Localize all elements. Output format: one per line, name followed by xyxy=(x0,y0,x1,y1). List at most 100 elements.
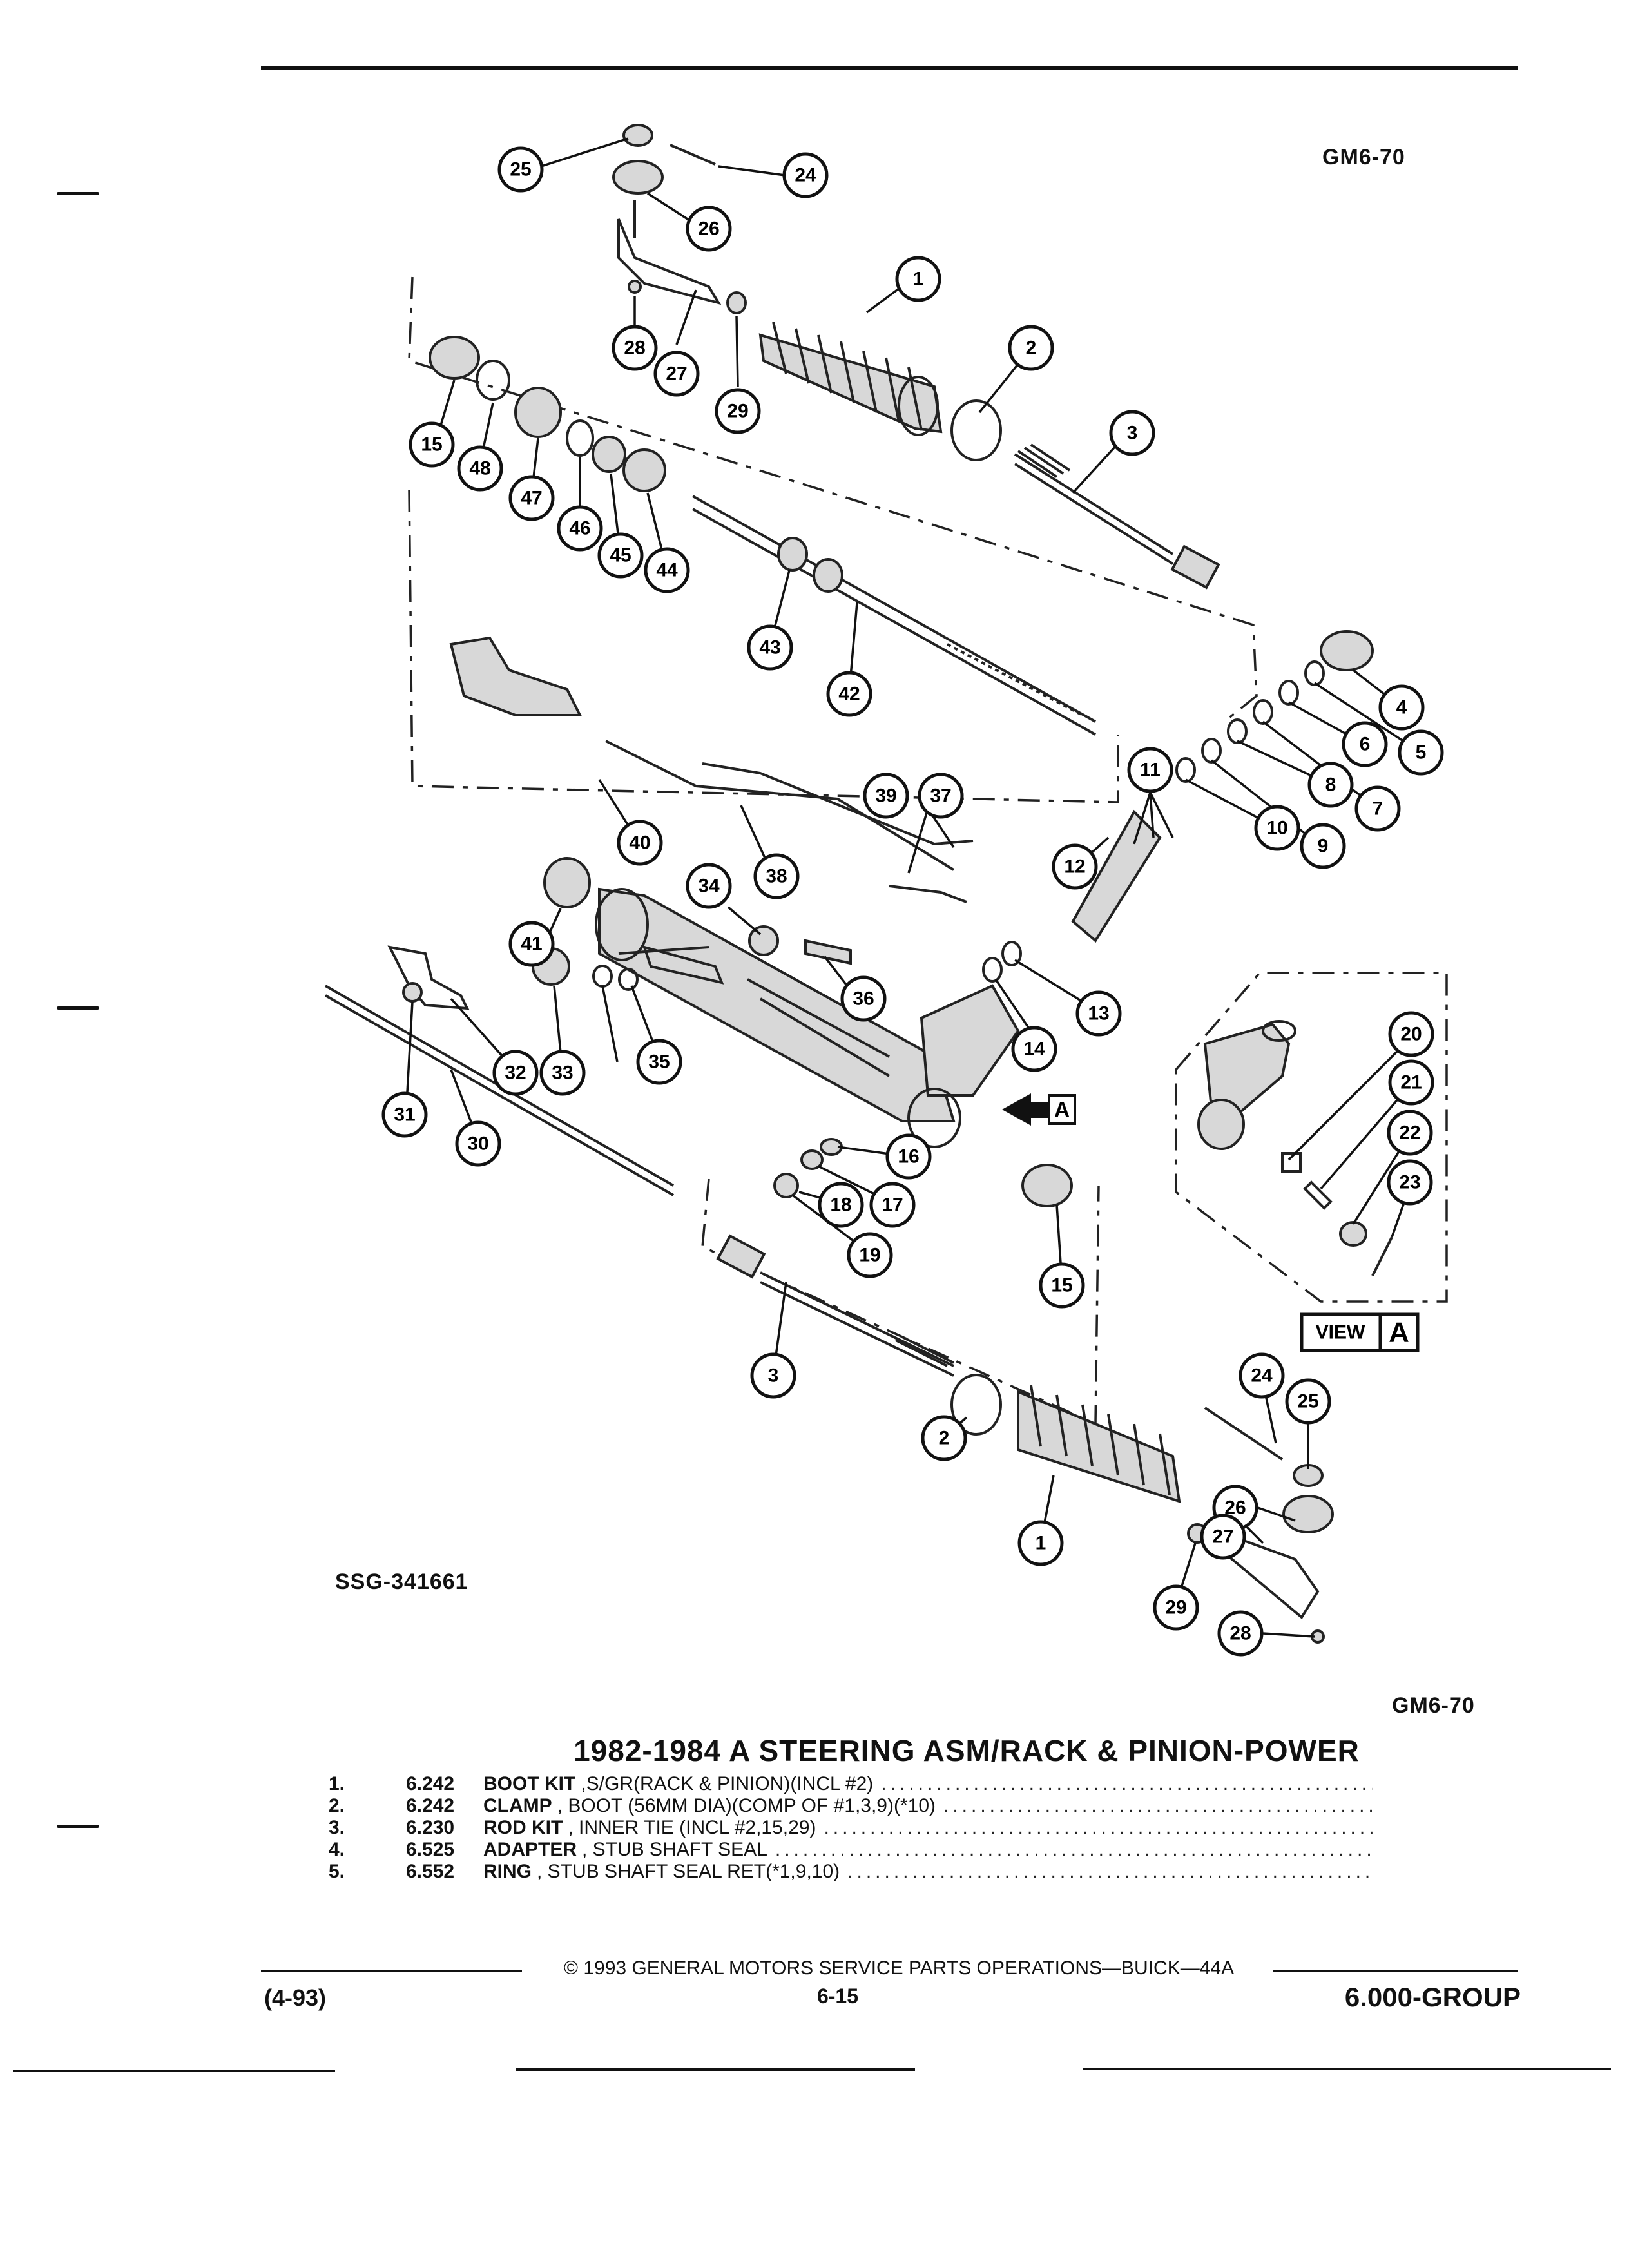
part-name: BOOT KIT xyxy=(483,1773,576,1794)
dot-leader: ........................................… xyxy=(775,1839,1373,1860)
callout-22: 22 xyxy=(1387,1110,1433,1156)
svg-text:48: 48 xyxy=(469,458,490,479)
svg-text:23: 23 xyxy=(1399,1172,1420,1193)
svg-text:34: 34 xyxy=(698,876,720,897)
list-item: 2. 6.242 CLAMP , BOOT (56MM DIA)(COMP OF… xyxy=(329,1795,1373,1817)
part-description: , BOOT (56MM DIA)(COMP OF #1,3,9)(*10) xyxy=(557,1795,936,1816)
svg-text:30: 30 xyxy=(467,1133,488,1155)
inner-tie-rod-lower xyxy=(716,1234,954,1377)
svg-text:38: 38 xyxy=(766,866,787,887)
svg-text:37: 37 xyxy=(930,785,951,807)
inner-tie-rod-upper xyxy=(1014,443,1220,590)
callout-5: 5 xyxy=(1398,729,1444,776)
svg-text:28: 28 xyxy=(1229,1623,1251,1644)
seal-stack xyxy=(429,336,666,492)
svg-text:6: 6 xyxy=(1360,734,1371,755)
dot-leader: ........................................… xyxy=(847,1861,1373,1882)
list-item: 1. 6.242 BOOT KIT ,S/GR(RACK & PINION)(I… xyxy=(329,1773,1373,1795)
svg-text:1: 1 xyxy=(913,269,924,290)
view-a-arrow: A xyxy=(1002,1093,1076,1126)
part-code: 6.242 xyxy=(406,1773,455,1794)
svg-text:29: 29 xyxy=(1165,1597,1186,1619)
view-a-arrow-letter: A xyxy=(1054,1098,1070,1122)
part-name: RING xyxy=(483,1861,532,1882)
part-name: ROD KIT xyxy=(483,1817,563,1838)
part-number: 1. xyxy=(329,1773,345,1794)
svg-text:39: 39 xyxy=(875,785,896,807)
svg-text:24: 24 xyxy=(795,165,816,186)
svg-text:41: 41 xyxy=(521,934,542,955)
part-number: 3. xyxy=(329,1817,345,1838)
callout-group: 25 24 26 1 28 27 29 2 3 15 48 47 46 45 4… xyxy=(381,146,1444,1657)
top-rule xyxy=(261,66,1518,70)
callout-42: 42 xyxy=(826,671,872,717)
view-a-detail xyxy=(1197,1020,1393,1276)
list-item: 4. 6.525 ADAPTER , STUB SHAFT SEAL .....… xyxy=(329,1839,1373,1861)
svg-text:22: 22 xyxy=(1399,1122,1420,1144)
footer-rule-right xyxy=(1273,1970,1518,1972)
callout-11: 11 xyxy=(1127,747,1173,793)
part-code: 6.242 xyxy=(406,1795,455,1816)
view-letter-text: A xyxy=(1389,1317,1409,1349)
svg-text:28: 28 xyxy=(624,338,645,359)
svg-text:24: 24 xyxy=(1251,1365,1273,1387)
svg-text:31: 31 xyxy=(394,1104,415,1126)
exploded-steering-diagram: A VIEW A xyxy=(325,124,1448,1657)
svg-text:21: 21 xyxy=(1400,1072,1422,1093)
callout-7: 7 xyxy=(1354,785,1401,832)
callout-17: 17 xyxy=(869,1182,916,1228)
callout-30: 30 xyxy=(455,1120,501,1167)
callout-34a: 34 xyxy=(686,863,732,909)
callout-14: 14 xyxy=(1011,1026,1057,1072)
figure-code-bottom: GM6-70 xyxy=(1392,1693,1475,1718)
callout-32: 32 xyxy=(492,1050,539,1096)
footer-group: 6.000-GROUP xyxy=(1344,1982,1521,2012)
svg-text:2: 2 xyxy=(939,1428,950,1449)
svg-text:14: 14 xyxy=(1023,1039,1045,1060)
callout-15b: 15 xyxy=(1039,1262,1085,1309)
callout-2b: 2 xyxy=(921,1415,967,1461)
callout-9: 9 xyxy=(1300,823,1346,869)
view-label-text: VIEW xyxy=(1316,1322,1365,1343)
cylinder-lines xyxy=(449,636,974,903)
svg-text:29: 29 xyxy=(727,401,748,422)
svg-text:4: 4 xyxy=(1396,697,1407,718)
svg-text:44: 44 xyxy=(656,560,678,581)
svg-text:13: 13 xyxy=(1088,1003,1109,1024)
figure-code-top: GM6-70 xyxy=(1322,145,1405,169)
callout-3b: 3 xyxy=(750,1352,796,1399)
callout-28b: 28 xyxy=(1217,1610,1264,1657)
dot-leader: ........................................… xyxy=(881,1773,1373,1794)
callout-2a: 2 xyxy=(1008,325,1054,371)
callout-13: 13 xyxy=(1075,990,1122,1037)
svg-text:20: 20 xyxy=(1400,1024,1422,1045)
callout-41: 41 xyxy=(508,921,555,967)
svg-text:42: 42 xyxy=(838,684,860,705)
dot-leader: ........................................… xyxy=(824,1817,1373,1838)
svg-text:47: 47 xyxy=(521,488,542,509)
page-title: 1982-1984 A STEERING ASM/RACK & PINION-P… xyxy=(574,1734,1360,1767)
svg-text:15: 15 xyxy=(1051,1275,1072,1296)
parts-list: 1. 6.242 BOOT KIT ,S/GR(RACK & PINION)(I… xyxy=(329,1773,1373,1883)
footer-date: (4-93) xyxy=(264,1984,327,2011)
svg-text:12: 12 xyxy=(1064,856,1085,878)
svg-text:25: 25 xyxy=(1297,1391,1318,1412)
view-a-label: VIEW A xyxy=(1300,1312,1420,1352)
callout-26a: 26 xyxy=(686,206,732,252)
footer-copyright: © 1993 GENERAL MOTORS SERVICE PARTS OPER… xyxy=(563,1957,1235,1979)
part-code: 6.230 xyxy=(406,1817,455,1838)
callout-1a: 1 xyxy=(895,256,941,302)
callout-43: 43 xyxy=(747,624,793,671)
callout-3a: 3 xyxy=(1109,410,1155,456)
footer-rule-left xyxy=(261,1970,522,1972)
part-description: , STUB SHAFT SEAL RET(*1,9,10) xyxy=(537,1861,840,1882)
callout-8: 8 xyxy=(1307,762,1354,808)
callout-10: 10 xyxy=(1254,805,1300,851)
margin-mark xyxy=(57,1006,99,1010)
margin-mark xyxy=(57,192,99,195)
svg-text:7: 7 xyxy=(1373,798,1383,820)
svg-text:2: 2 xyxy=(1026,338,1037,359)
boot-upper xyxy=(758,322,1002,461)
pinion-stack xyxy=(982,630,1374,983)
callout-15a: 15 xyxy=(409,421,455,468)
